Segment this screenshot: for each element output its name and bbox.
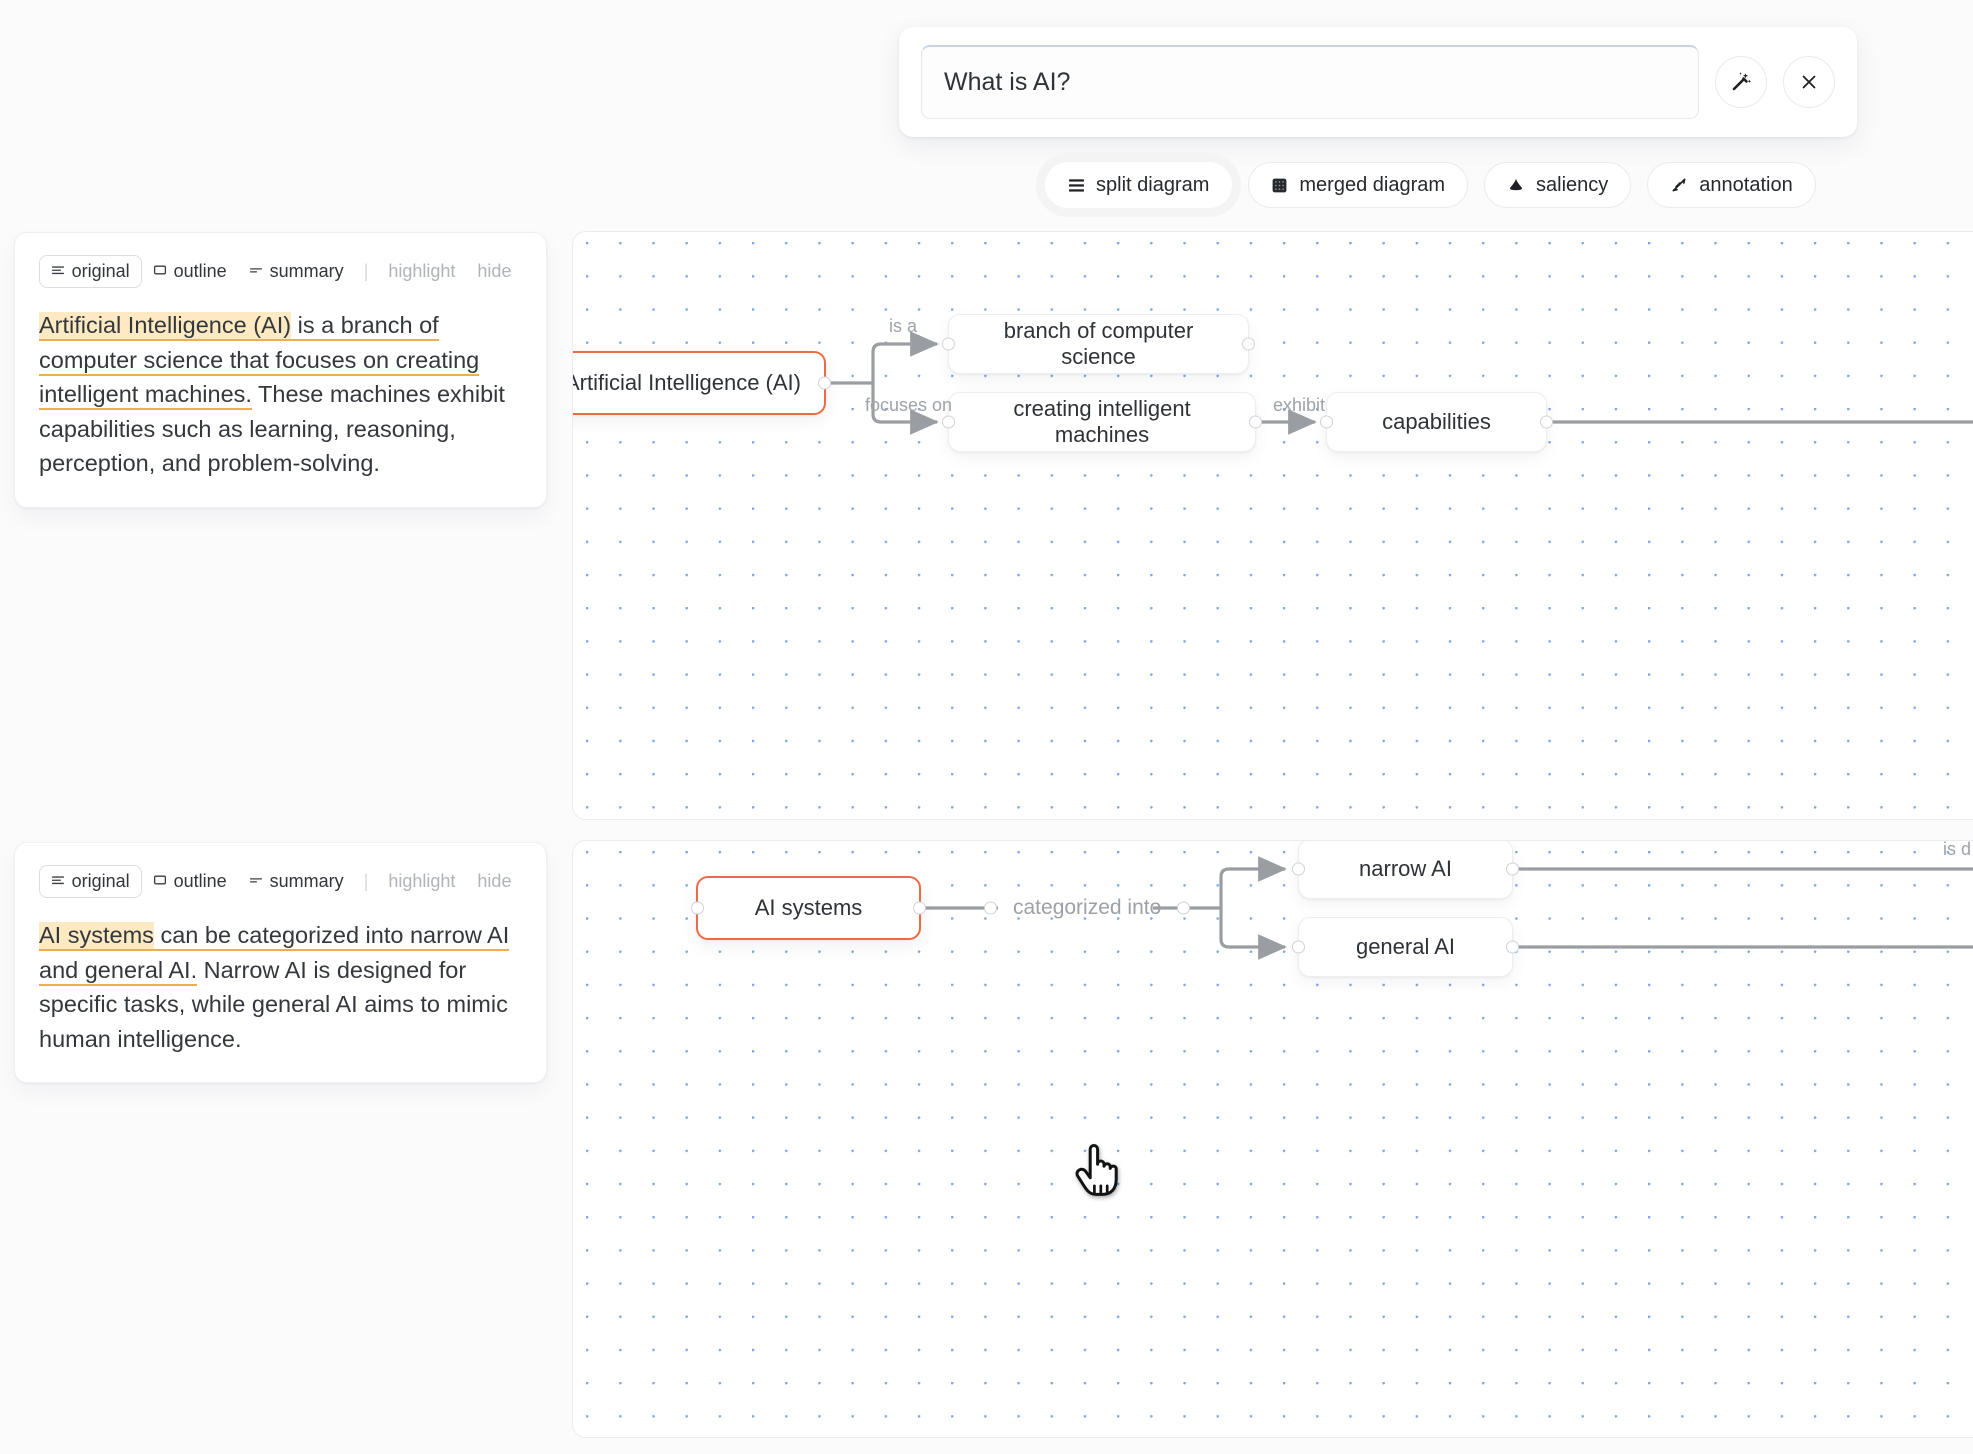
toolbar-divider: | bbox=[363, 261, 369, 281]
view-summary-label: summary bbox=[269, 871, 344, 891]
plain-span: These machines exhibit capabilities such… bbox=[39, 381, 505, 477]
node-handle-left[interactable] bbox=[1292, 862, 1305, 876]
highlight-label: highlight bbox=[388, 261, 456, 281]
label-handle-right[interactable] bbox=[1177, 901, 1191, 915]
diagram-node[interactable]: branch of computer science bbox=[942, 314, 1255, 374]
diagram-node[interactable]: narrow AI bbox=[1292, 841, 1519, 899]
highlight-label: highlight bbox=[388, 871, 456, 891]
node-handle-right[interactable] bbox=[818, 376, 831, 390]
edge-label-is-a: is a bbox=[889, 316, 918, 336]
highlighted-span[interactable]: Artificial Intelligence (AI) bbox=[39, 312, 292, 341]
hide-button[interactable]: hide bbox=[466, 866, 522, 897]
diagram-node-root[interactable]: Artificial Intelligence (AI) bbox=[572, 351, 831, 415]
view-outline-label: outline bbox=[173, 261, 227, 281]
label-handle-left[interactable] bbox=[984, 901, 997, 915]
hide-button[interactable]: hide bbox=[466, 256, 522, 287]
lines-icon bbox=[51, 871, 65, 892]
card-toolbar: original outline summary bbox=[38, 255, 522, 288]
mode-split-diagram-label: split diagram bbox=[1096, 173, 1210, 196]
diagram-mode-toolbar: split diagram merged diagram bbox=[1045, 162, 1816, 208]
node-handle-right[interactable] bbox=[1540, 415, 1553, 429]
node-handle-right[interactable] bbox=[1242, 337, 1255, 351]
toolbar-divider: | bbox=[363, 871, 369, 891]
diagram-canvas-top[interactable]: Artificial Intelligence (AI) is a focuse… bbox=[572, 231, 1973, 820]
node-handle-right[interactable] bbox=[913, 901, 926, 915]
edge-label-is-designed: is d bbox=[1943, 840, 1972, 859]
edge-label-focuses-on: focuses on bbox=[865, 395, 953, 415]
node-handle-right[interactable] bbox=[1506, 862, 1519, 876]
node-handle-right[interactable] bbox=[1249, 415, 1262, 429]
node-handle-left[interactable] bbox=[1292, 940, 1305, 954]
node-handle-left[interactable] bbox=[691, 901, 704, 915]
mode-split-diagram[interactable]: split diagram bbox=[1045, 162, 1233, 208]
diagram-node-label: Artificial Intelligence (AI) bbox=[572, 370, 801, 395]
diagram-node[interactable]: general AI bbox=[1292, 917, 1519, 977]
view-original-button[interactable]: original bbox=[38, 865, 142, 898]
edge-label-exhibit: exhibit bbox=[1273, 395, 1326, 415]
diagram-node[interactable]: creating intelligent machines bbox=[942, 392, 1262, 452]
node-handle-left[interactable] bbox=[942, 415, 955, 429]
text-card: original outline summary bbox=[14, 842, 547, 1084]
view-original-label: original bbox=[71, 871, 130, 891]
hide-label: hide bbox=[477, 261, 512, 281]
diagram-node-label: branch of computer science bbox=[1003, 318, 1194, 369]
triangle-icon bbox=[1507, 176, 1525, 194]
summary-icon bbox=[249, 871, 263, 892]
mode-saliency[interactable]: saliency bbox=[1484, 162, 1632, 208]
square-outline-icon bbox=[153, 871, 167, 892]
highlighted-span[interactable]: AI systems bbox=[39, 922, 154, 951]
view-outline-button[interactable]: outline bbox=[142, 866, 238, 897]
node-handle-left[interactable] bbox=[942, 337, 955, 351]
magic-wand-icon bbox=[1729, 70, 1753, 94]
diagram-node-root[interactable]: AI systems bbox=[691, 876, 926, 940]
edge-label-categorized-into[interactable]: categorized into bbox=[984, 896, 1191, 920]
node-handle-left[interactable] bbox=[1320, 415, 1333, 429]
diagram-node-label: general AI bbox=[1355, 934, 1456, 959]
edge-label-text: categorized into bbox=[1013, 896, 1162, 919]
diagram-node-label: capabilities bbox=[1382, 409, 1491, 434]
generate-button[interactable] bbox=[1715, 56, 1767, 108]
diagram-node-label: AI systems bbox=[754, 895, 863, 920]
view-outline-button[interactable]: outline bbox=[142, 256, 238, 287]
highlight-button[interactable]: highlight bbox=[377, 866, 466, 897]
view-original-label: original bbox=[71, 261, 130, 281]
view-summary-button[interactable]: summary bbox=[238, 866, 355, 897]
square-filled-icon bbox=[1271, 177, 1288, 194]
view-summary-label: summary bbox=[269, 261, 344, 281]
summary-icon bbox=[249, 261, 263, 282]
diagram-node[interactable]: capabilities bbox=[1320, 392, 1553, 452]
diagram-node-label: narrow AI bbox=[1359, 856, 1452, 881]
mode-merged-diagram-label: merged diagram bbox=[1299, 173, 1446, 196]
close-icon bbox=[1798, 71, 1820, 93]
view-original-button[interactable]: original bbox=[38, 255, 142, 288]
diagram-node-label: creating intelligent machines bbox=[1013, 396, 1191, 447]
node-handle-right[interactable] bbox=[1506, 940, 1519, 954]
mode-annotation-label: annotation bbox=[1699, 173, 1793, 196]
mode-merged-diagram[interactable]: merged diagram bbox=[1248, 162, 1469, 208]
highlight-button[interactable]: highlight bbox=[377, 256, 466, 287]
diagram-canvas-bottom[interactable]: AI systems categorized into narrow AI ge… bbox=[572, 840, 1973, 1438]
view-outline-label: outline bbox=[173, 871, 227, 891]
card-toolbar: original outline summary bbox=[38, 865, 522, 898]
close-button[interactable] bbox=[1783, 56, 1835, 108]
lines-icon bbox=[51, 261, 65, 282]
edge-layer bbox=[826, 331, 1973, 435]
card-text: AI systems can be categorized into narro… bbox=[39, 918, 522, 1056]
prompt-bar bbox=[899, 27, 1857, 137]
underlined-span[interactable]: can be categorized into narrow AI and ge… bbox=[39, 922, 510, 986]
mode-annotation[interactable]: annotation bbox=[1647, 162, 1816, 208]
plain-span: Narrow AI is designed for specific tasks… bbox=[39, 956, 508, 1052]
text-card: original outline summary bbox=[14, 232, 547, 508]
prompt-input[interactable] bbox=[921, 45, 1699, 119]
square-outline-icon bbox=[153, 261, 167, 282]
card-text: Artificial Intelligence (AI) is a branch… bbox=[39, 308, 522, 481]
rows-icon bbox=[1068, 177, 1085, 194]
pen-icon bbox=[1670, 176, 1688, 194]
mode-saliency-label: saliency bbox=[1536, 173, 1609, 196]
view-summary-button[interactable]: summary bbox=[238, 256, 355, 287]
hide-label: hide bbox=[477, 871, 512, 891]
underlined-span[interactable]: is a branch of computer science that foc… bbox=[39, 312, 480, 411]
